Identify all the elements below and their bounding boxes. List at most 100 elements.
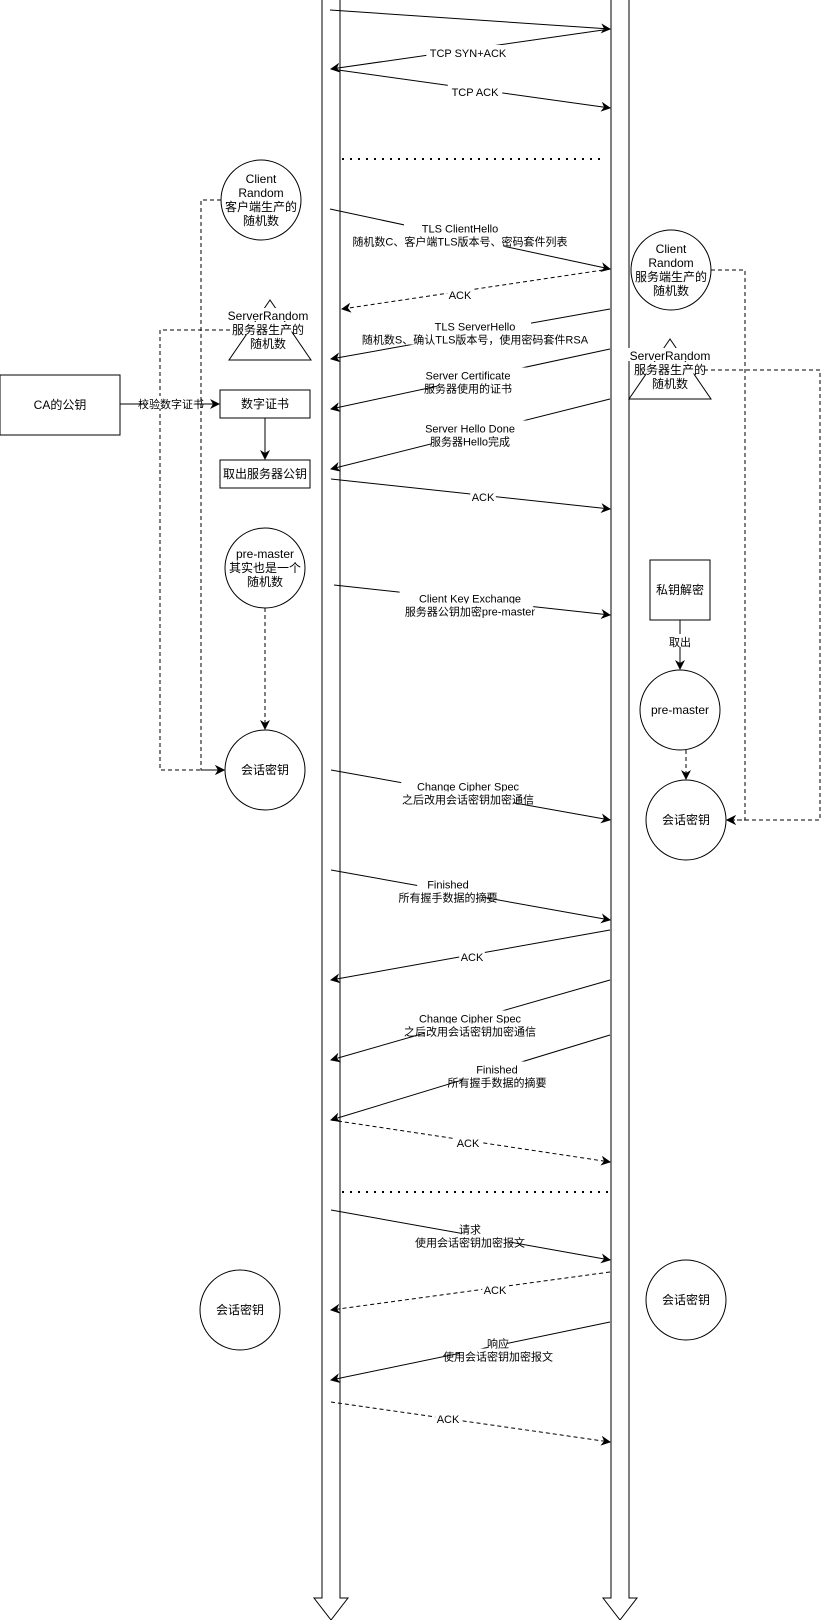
message-label-clienthello-line: 随机数C、客户端TLS版本号、密码套件列表: [352, 235, 567, 249]
message-label-ccs2-line: 之后改用会话密钥加密通信: [404, 1025, 536, 1039]
message-label-ack5-line: ACK: [484, 1285, 507, 1297]
node-session-key-right: 会话密钥: [645, 779, 727, 861]
message-label-serverhello-line: TLS ServerHello: [435, 322, 516, 334]
message-label-serverhello-line: 随机数S、确认TLS版本号，使用密码套件RSA: [362, 333, 589, 347]
node-private-decrypt: 私钥解密: [649, 559, 711, 621]
label-bg: [459, 949, 485, 962]
label-bg: [417, 876, 479, 890]
message-label-ccs2-line: Change Cipher Spec: [419, 1014, 522, 1026]
label-bg: [460, 1221, 480, 1235]
message-label-ack1: ACK: [447, 287, 473, 302]
node-label-cert-box-line: 数字证书: [241, 396, 289, 411]
label-bg: [455, 1135, 481, 1148]
message-label-fin1-line: 所有握手数据的摘要: [399, 891, 498, 905]
node-label-private-decrypt: 私钥解密: [656, 582, 704, 597]
label-bg: [244, 322, 292, 335]
label-bg: [646, 362, 694, 375]
message-label-ccs1-line: Change Cipher Spec: [417, 782, 520, 794]
server-lifeline: [601, 0, 639, 1620]
message-label-req-line: 请求: [459, 1224, 481, 1237]
label-bg: [432, 1234, 508, 1248]
message-label-fin2-line: Finished: [476, 1065, 518, 1077]
label-bg: [470, 489, 496, 502]
node-pre-master-right: pre-master: [639, 669, 721, 751]
node-label-client-random-right-line: Client: [656, 242, 687, 256]
message-label-keyex-line: 服务器公钥加密pre-master: [405, 605, 536, 619]
message-label-ack4-line: ACK: [457, 1138, 480, 1150]
label-bg: [147, 396, 195, 409]
message-label-ccs1-line: 之后改用会话密钥加密通信: [402, 793, 534, 807]
message-label-ack1-line: ACK: [449, 290, 472, 302]
label-bg: [401, 778, 535, 792]
label-bg: [466, 1061, 528, 1075]
label-bg: [404, 220, 516, 234]
node-label-client-random-line: 客户端生产的: [225, 199, 297, 214]
message-label-ack6: ACK: [435, 1411, 461, 1426]
edge-client-random-to-session-key: [200, 199, 225, 775]
client-lifeline: [312, 0, 350, 1620]
message-label-req-line: 使用会话密钥加密报文: [415, 1236, 525, 1250]
node-label-client-random-line: Random: [238, 186, 283, 200]
label-bg: [424, 1023, 516, 1037]
edge-label-extract: 取出: [669, 634, 691, 649]
edge-label-verify: 校验数字证书: [138, 396, 204, 411]
node-label-pre-master-left-line: 其实也是一个: [229, 560, 301, 575]
node-label-server-random-right-line: ServerRandom: [630, 349, 711, 363]
label-bg: [657, 376, 683, 389]
node-cert-box: 数字证书: [219, 389, 311, 419]
label-bg: [624, 348, 716, 361]
edge-server-random-right-to-session-key: [704, 369, 821, 825]
node-label-ca-key: CA的公钥: [34, 397, 87, 412]
node-label-pre-master-left-line: 随机数: [247, 574, 283, 589]
node-label-server-random-right-line: 服务器生产的: [634, 362, 706, 377]
message-label-hellodone-line: 服务器Hello完成: [430, 435, 510, 449]
node-label-session-key-right: 会话密钥: [662, 812, 710, 827]
label-bg: [403, 1010, 537, 1024]
node-label-get-pubkey: 取出服务器公钥: [223, 466, 307, 481]
label-bg: [406, 603, 534, 617]
label-bg: [413, 889, 483, 903]
message-syn: [329, 9, 611, 34]
message-label-keyex-line: Client Key Exchange: [419, 594, 521, 606]
message-ack4: ACK: [330, 1119, 611, 1166]
message-label-tcpack: TCP ACK: [447, 84, 503, 99]
node-label-session-key-left-line: 会话密钥: [241, 762, 289, 777]
node-session-key-left-2: 会话密钥: [199, 1269, 281, 1351]
node-circle: [224, 729, 306, 811]
label-bg: [426, 45, 510, 58]
label-bg: [462, 1074, 532, 1088]
message-label-resp-line: 使用会话密钥加密报文: [443, 1350, 553, 1364]
node-label-client-random-line: 随机数: [243, 213, 279, 228]
edge-label-extract-line: 取出: [669, 635, 691, 649]
message-arrow: [341, 268, 611, 313]
label-bg: [222, 308, 314, 321]
message-ack5: ACK: [330, 1271, 611, 1314]
message-ack2: ACK: [330, 478, 611, 514]
message-label-fin2-line: 所有握手数据的摘要: [448, 1076, 547, 1090]
node-circle: [199, 1269, 281, 1351]
label-bg: [419, 318, 531, 332]
node-rect: [219, 459, 311, 489]
node-circle: [645, 1259, 727, 1341]
